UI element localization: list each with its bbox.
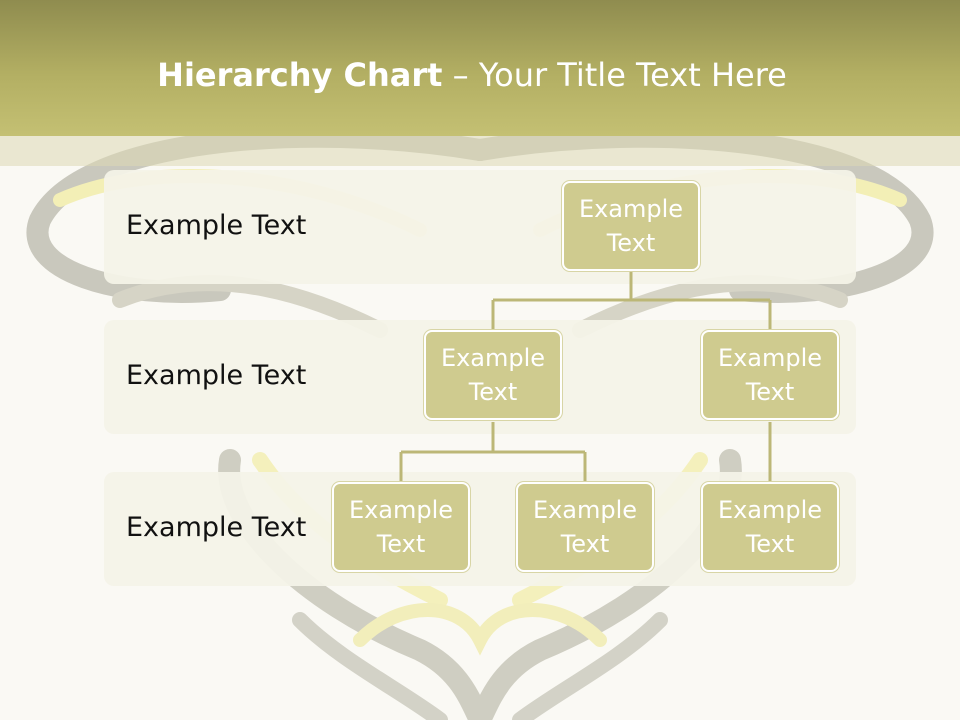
level-band-1: Example Text [104,170,856,284]
node-level2-right: Example Text [701,330,839,420]
level-label-2: Example Text [126,360,307,391]
title-bar: Hierarchy Chart – Your Title Text Here [0,0,960,136]
node-level3-middle: Example Text [516,482,654,572]
level-label-3: Example Text [126,512,307,543]
node-level3-right: Example Text [701,482,839,572]
node-level3-left: Example Text [332,482,470,572]
connector-root-to-level2 [491,272,772,330]
page-title: Hierarchy Chart – Your Title Text Here [0,54,944,96]
node-root: Example Text [562,181,700,271]
title-rest: – Your Title Text Here [442,56,787,94]
connector-left-to-level3 [399,422,587,482]
header-shadow-strip [0,136,960,166]
node-level2-left: Example Text [424,330,562,420]
title-bold: Hierarchy Chart [157,56,443,94]
level-label-1: Example Text [126,210,307,241]
